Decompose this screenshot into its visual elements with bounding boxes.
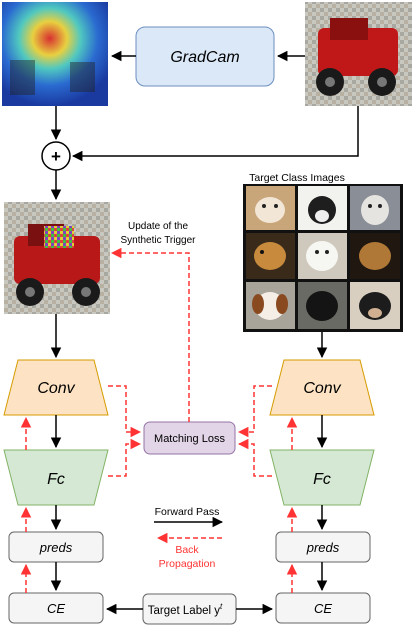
left-conv-label: Conv bbox=[37, 380, 75, 397]
right-conv-block bbox=[269, 359, 375, 416]
legend-forward-label: Forward Pass bbox=[155, 506, 220, 518]
dog-image bbox=[246, 233, 295, 279]
target-class-images-grid bbox=[243, 184, 403, 332]
target-class-images-title: Target Class Images bbox=[249, 172, 345, 184]
dog-image bbox=[246, 282, 295, 329]
left-preds-label: preds bbox=[39, 540, 73, 555]
triggered-car-image bbox=[4, 202, 110, 314]
legend-back-label-line2: Propagation bbox=[159, 558, 216, 570]
left-fc-block bbox=[3, 449, 109, 506]
dog-image bbox=[350, 282, 400, 329]
arrow-image-to-adder bbox=[71, 106, 359, 162]
matching-loss-label: Matching Loss bbox=[154, 433, 225, 445]
right-preds-label: preds bbox=[306, 540, 340, 555]
dog-image bbox=[298, 282, 347, 329]
dog-image bbox=[350, 186, 400, 230]
right-fc-label: Fc bbox=[313, 471, 331, 488]
arrow-loss-to-trigger-update bbox=[110, 247, 190, 422]
left-conv-block bbox=[3, 359, 109, 416]
right-ce-box bbox=[275, 592, 371, 624]
right-conv-label: Conv bbox=[303, 380, 341, 397]
update-label-line1: Update of the bbox=[128, 221, 188, 232]
arrow-left-conv-to-loss bbox=[108, 385, 142, 438]
gradcam-label: GradCam bbox=[170, 49, 239, 66]
dog-image bbox=[246, 186, 295, 230]
arrow-right-conv-to-loss bbox=[237, 385, 272, 438]
adder-symbol: + bbox=[51, 147, 61, 166]
dog-image bbox=[298, 233, 347, 279]
left-fc-label: Fc bbox=[47, 471, 65, 488]
update-label-line2: Synthetic Trigger bbox=[120, 235, 196, 246]
right-fc-block bbox=[269, 449, 375, 506]
dog-image bbox=[350, 233, 400, 279]
arrow-left-fc-to-loss bbox=[108, 438, 142, 477]
left-ce-label: CE bbox=[47, 601, 65, 616]
legend-back-label-line1: Back bbox=[175, 544, 199, 556]
original-car-image bbox=[305, 2, 412, 106]
gradcam-heatmap-image bbox=[2, 2, 108, 106]
right-ce-label: CE bbox=[314, 601, 332, 616]
dog-image bbox=[298, 186, 347, 230]
synthetic-trigger-patch bbox=[44, 226, 74, 248]
target-label-text: Target Label yt bbox=[148, 602, 223, 617]
arrow-right-fc-to-loss bbox=[237, 438, 272, 477]
left-ce-box bbox=[8, 592, 104, 624]
right-preds-box bbox=[275, 531, 371, 563]
